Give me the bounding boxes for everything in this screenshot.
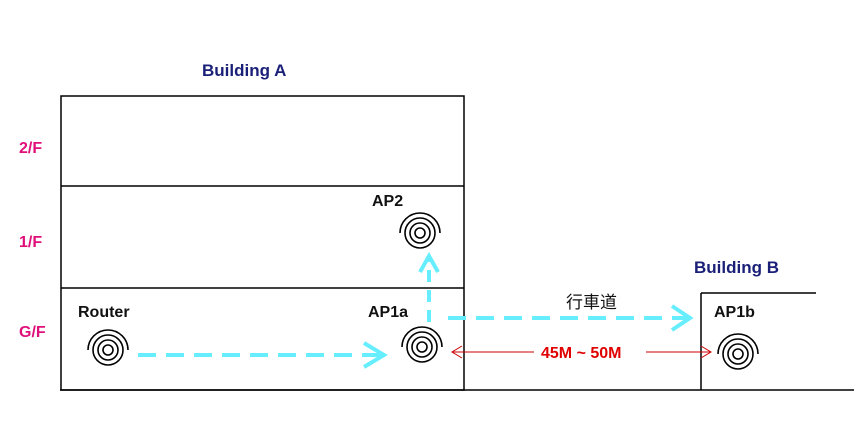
ap1b-wifi-icon	[717, 333, 759, 370]
link-ap1a-to-ap1b	[448, 304, 694, 332]
router-label: Router	[78, 304, 130, 321]
building-b-title: Building B	[694, 258, 779, 277]
distance-label: 45M ~ 50M	[541, 345, 621, 362]
router-wifi-icon	[87, 329, 129, 366]
floor-label-2f: 2/F	[19, 140, 42, 157]
link-ap1a-to-ap2	[418, 251, 440, 322]
building-a	[60, 95, 465, 391]
ap1a-label: AP1a	[368, 304, 408, 321]
ap1a-wifi-icon	[401, 326, 443, 363]
ap1b-label: AP1b	[714, 304, 755, 321]
link-router-to-ap1a	[138, 341, 388, 369]
ap2-label: AP2	[372, 193, 403, 210]
building-a-title: Building A	[202, 61, 286, 80]
distance-dimension	[451, 345, 712, 359]
floor-label-gf: G/F	[19, 324, 46, 341]
building-b	[700, 292, 816, 390]
roadway-label: 行車道	[566, 293, 617, 312]
ap2-wifi-icon	[399, 212, 441, 249]
floor-label-1f: 1/F	[19, 234, 42, 251]
